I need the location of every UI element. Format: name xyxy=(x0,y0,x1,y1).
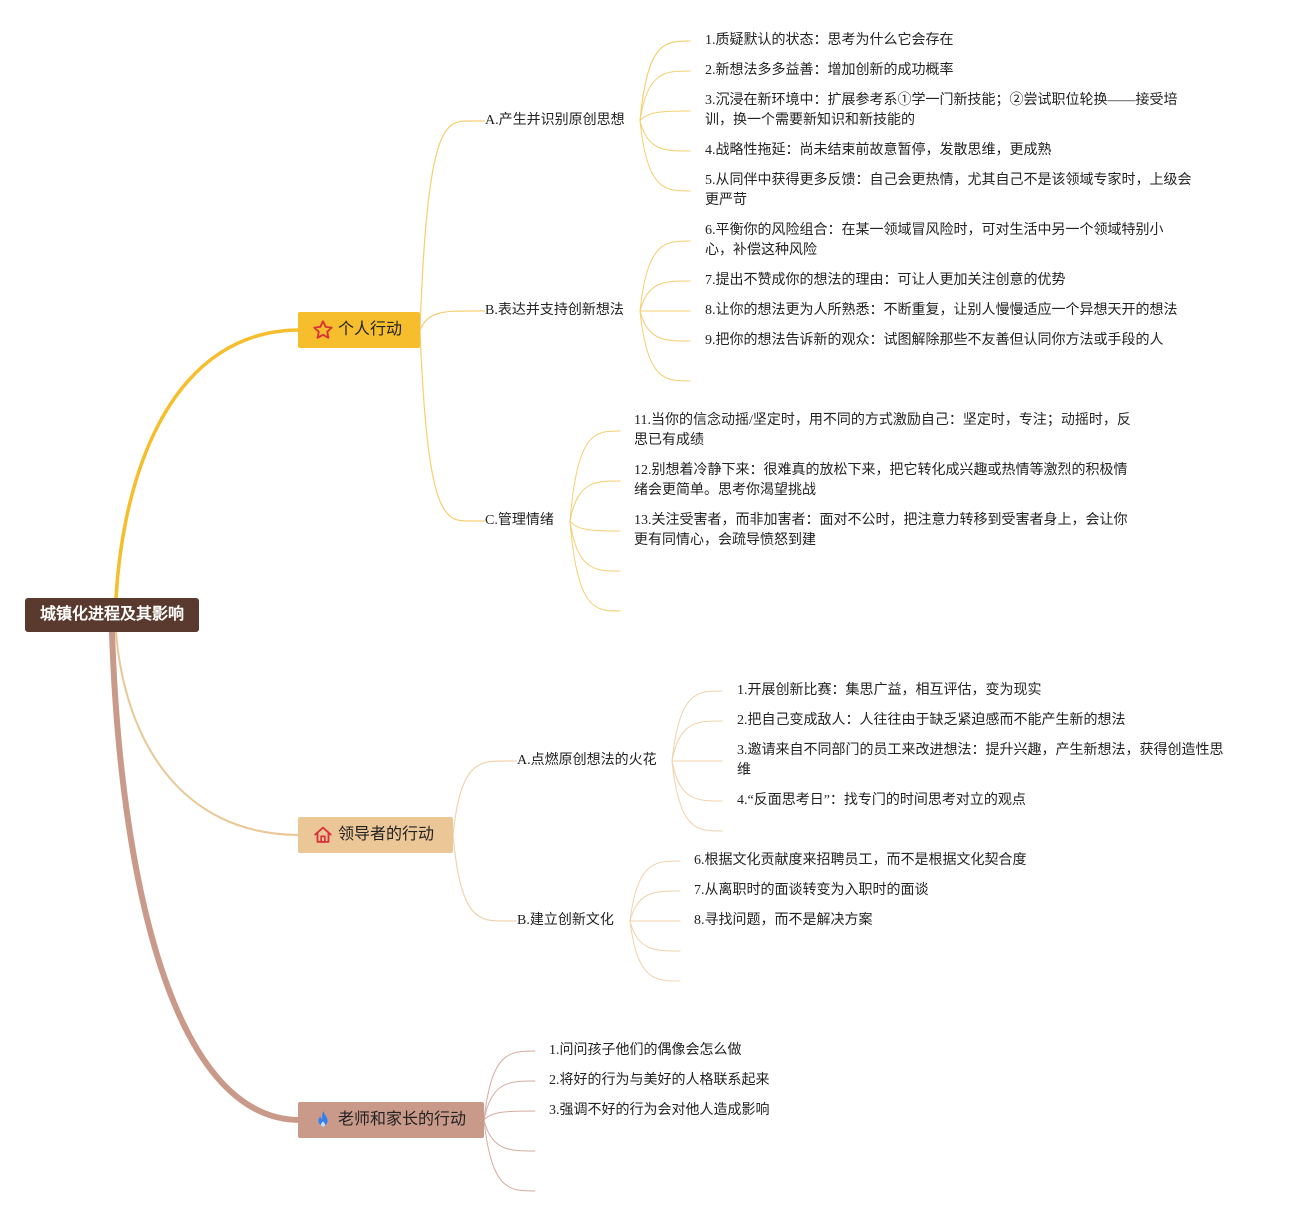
leaf-item[interactable]: 3.邀请来自不同部门的员工来改进想法：提升兴趣，产生新想法，获得创造性思维 xyxy=(737,743,1224,778)
leaf-connector xyxy=(569,520,621,532)
branch-connector xyxy=(419,120,471,331)
leaf-connector xyxy=(671,760,723,802)
leaf-connector xyxy=(629,860,681,922)
root-connector xyxy=(115,631,301,836)
leaf-item[interactable]: 2.将好的行为与美好的人格联系起来 xyxy=(549,1073,770,1088)
leaf-item[interactable]: 8.寻找问题，而不是解决方案 xyxy=(694,913,873,928)
leaf-item[interactable]: 2.把自己变成敌人：人往往由于缺乏紧迫感而不能产生新的想法 xyxy=(737,713,1126,728)
leaf-connector xyxy=(639,40,691,122)
branch-personal-actions[interactable]: 个人行动 xyxy=(298,312,420,348)
leaf-connector xyxy=(483,1110,536,1121)
leaf-item[interactable]: 13.关注受害者，而非加害者：面对不公时，把注意力转移到受害者身上，会让你更有同… xyxy=(634,513,1128,548)
leaf-item[interactable]: 7.提出不赞成你的想法的理由：可让人更加关注创意的优势 xyxy=(705,273,1066,288)
root-connector xyxy=(109,629,303,1123)
leaf-connector xyxy=(629,920,681,952)
leaf-item[interactable]: 8.让你的想法更为人所熟悉：不断重复，让别人慢慢适应一个异想天开的想法 xyxy=(705,303,1178,318)
leaf-connector xyxy=(639,70,691,122)
subtopic-express-ideas[interactable]: B.表达并支持创新想法 xyxy=(485,303,624,318)
leaf-connector xyxy=(629,920,681,982)
leaf-connector xyxy=(671,720,723,762)
leaf-item[interactable]: 4.战略性拖延：尚未结束前故意暂停，发散思维，更成熟 xyxy=(705,143,1052,158)
leaf-connector xyxy=(569,480,621,522)
leaf-connector xyxy=(639,310,691,342)
leaf-item[interactable]: 1.开展创新比赛：集思广益，相互评估，变为现实 xyxy=(737,683,1042,698)
leaf-connector xyxy=(671,690,723,762)
leaf-item[interactable]: 5.从同伴中获得更多反馈：自己会更热情，尤其自己不是该领域专家时，上级会更严苛 xyxy=(705,173,1192,208)
leaf-connector xyxy=(569,520,621,612)
leaf-item[interactable]: 6.根据文化贡献度来招聘员工，而不是根据文化契合度 xyxy=(694,853,1027,868)
leaf-item[interactable]: 3.强调不好的行为会对他人造成影响 xyxy=(549,1103,770,1118)
leaf-item[interactable]: 1.问问孩子他们的偶像会怎么做 xyxy=(549,1043,742,1058)
leaf-connector xyxy=(639,110,691,122)
leaf-connector xyxy=(483,1119,536,1152)
branch-label: 个人行动 xyxy=(338,321,403,338)
branch-connector xyxy=(419,310,471,331)
root-topic[interactable]: 城镇化进程及其影响 xyxy=(25,598,199,632)
leaf-item[interactable]: 7.从离职时的面谈转变为入职时的面谈 xyxy=(694,883,929,898)
leaf-connector xyxy=(569,520,621,572)
leaf-connector xyxy=(629,890,681,922)
branch-connector xyxy=(452,760,506,836)
star-icon xyxy=(313,320,333,339)
subtopic-manage-emotions[interactable]: C.管理情绪 xyxy=(485,513,554,528)
branch-label: 老师和家长的行动 xyxy=(338,1111,467,1128)
branch-leader-actions[interactable]: 领导者的行动 xyxy=(298,817,453,853)
leaf-connector xyxy=(639,280,691,312)
leaf-item[interactable]: 2.新想法多多益善：增加创新的成功概率 xyxy=(705,63,954,78)
leaf-item[interactable]: 6.平衡你的风险组合：在某一领域冒风险时，可对生活中另一个领域特别小心，补偿这种… xyxy=(705,223,1164,258)
subtopic-innovation-culture[interactable]: B.建立创新文化 xyxy=(517,913,614,928)
leaf-connector xyxy=(639,310,691,382)
leaf-connector xyxy=(569,430,621,522)
root-connector xyxy=(114,328,302,600)
leaf-item[interactable]: 12.别想着冷静下来：很难真的放松下来，把它转化成兴趣或热情等激烈的积极情绪会更… xyxy=(634,463,1128,498)
branch-connector xyxy=(419,329,471,522)
leaf-item[interactable]: 4.“反面思考日”：找专门的时间思考对立的观点 xyxy=(737,793,1026,808)
branch-label: 领导者的行动 xyxy=(338,826,435,843)
leaf-item[interactable]: 1.质疑默认的状态：思考为什么它会存在 xyxy=(705,33,954,48)
leaf-connector xyxy=(483,1050,536,1121)
leaf-connector xyxy=(639,120,691,192)
branch-connector xyxy=(452,834,506,922)
leaf-connector xyxy=(483,1080,536,1121)
branch-teacher-parent-actions[interactable]: 老师和家长的行动 xyxy=(298,1102,484,1138)
subtopic-generate-ideas[interactable]: A.产生并识别原创思想 xyxy=(485,113,625,128)
subtopic-spark-ideas[interactable]: A.点燃原创想法的火花 xyxy=(517,753,657,768)
leaf-item[interactable]: 3.沉浸在新环境中：扩展参考系①学一门新技能；②尝试职位轮换——接受培训，换一个… xyxy=(705,93,1178,128)
leaf-connector xyxy=(639,40,691,122)
leaf-item[interactable]: 11.当你的信念动摇/坚定时，用不同的方式激励自己：坚定时，专注；动摇时，反思已… xyxy=(634,413,1131,448)
leaf-connector xyxy=(483,1119,536,1192)
flame-icon xyxy=(318,1110,328,1127)
leaf-connector xyxy=(639,120,691,152)
leaf-item[interactable]: 9.把你的想法告诉新的观众：试图解除那些不友善但认同你方法或手段的人 xyxy=(705,333,1164,348)
leaf-connector xyxy=(639,240,691,312)
leaf-connector xyxy=(671,760,723,832)
house-icon xyxy=(314,826,332,843)
